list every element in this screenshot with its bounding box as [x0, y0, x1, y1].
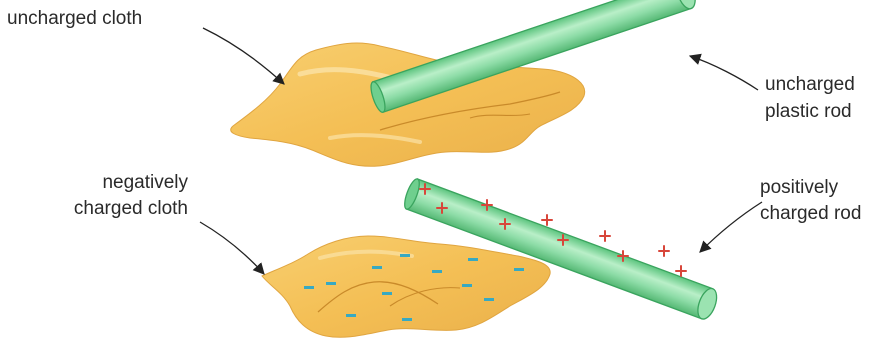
minus-sign: [402, 318, 412, 321]
minus-sign: [326, 282, 336, 285]
minus-sign: [484, 298, 494, 301]
plus-sign: [600, 231, 610, 241]
label-positively-charged-rod: positively charged rod: [760, 176, 861, 225]
plus-sign: [676, 266, 686, 276]
minus-sign: [514, 268, 524, 271]
minus-sign: [304, 286, 314, 289]
label-negatively-charged-cloth: negatively charged cloth: [60, 171, 188, 220]
arrow-to-uncharged-cloth: [203, 28, 284, 84]
minus-sign: [372, 266, 382, 269]
arrow-to-uncharged-rod: [690, 56, 758, 90]
minus-sign: [462, 284, 472, 287]
label-uncharged-cloth: uncharged cloth: [7, 7, 142, 30]
minus-sign: [382, 292, 392, 295]
arrow-to-negative-cloth: [200, 222, 264, 274]
plus-sign: [542, 215, 552, 225]
arrow-to-positive-rod: [700, 202, 762, 252]
plus-sign: [659, 246, 669, 256]
minus-sign: [432, 270, 442, 273]
minus-sign: [468, 258, 478, 261]
label-uncharged-plastic-rod: uncharged plastic rod: [765, 73, 855, 123]
minus-sign: [346, 314, 356, 317]
minus-sign: [400, 254, 410, 257]
